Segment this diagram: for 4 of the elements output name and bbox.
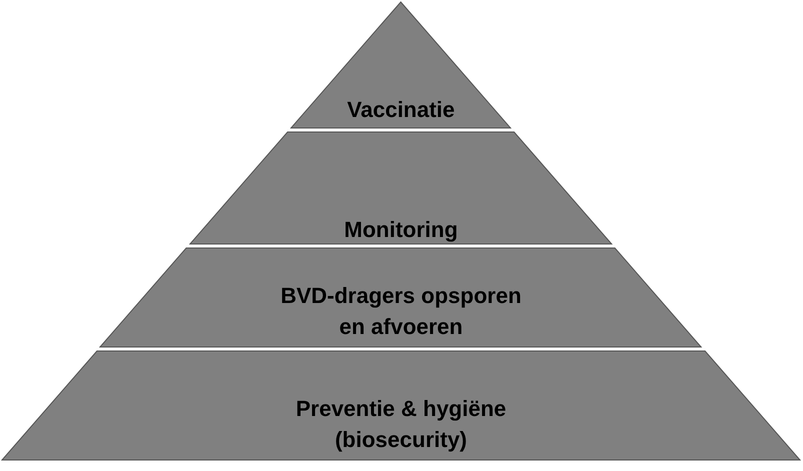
tier-label: Vaccinatie [346, 96, 456, 124]
tier-label: BVD-dragers opsporen en afvoeren [280, 282, 522, 341]
tier-label: Preventie & hygiëne (biosecurity) [294, 395, 508, 454]
tier-label: Monitoring [343, 216, 459, 244]
